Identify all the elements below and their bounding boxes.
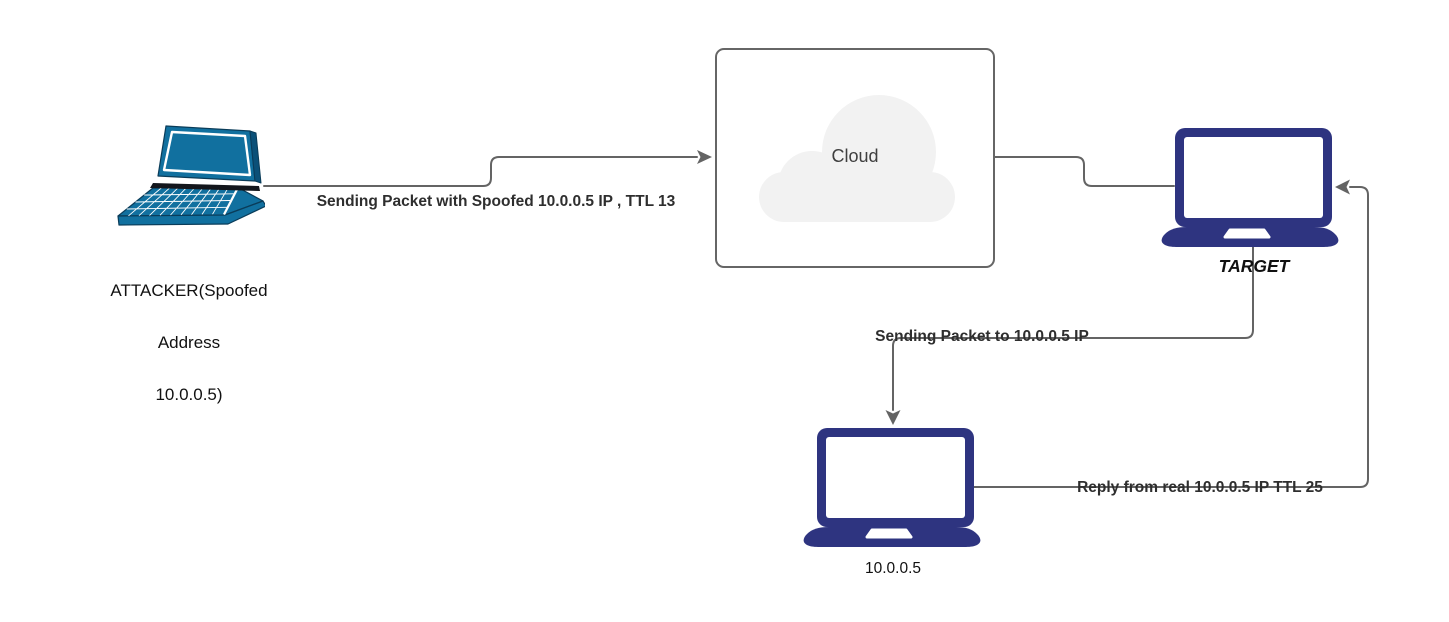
edge-target-to-real-host (892, 246, 1254, 411)
cloud-label: Cloud (831, 146, 879, 166)
node-target (1153, 128, 1347, 248)
edge-attacker-to-cloud (263, 156, 698, 187)
node-attacker (113, 124, 265, 232)
real-host-laptop-icon (795, 428, 989, 548)
edge-label-target-to-real-host: Sending Packet to 10.0.0.5 IP (875, 328, 1089, 345)
edge-label-attacker-to-cloud: Sending Packet with Spoofed 10.0.0.5 IP … (316, 193, 676, 210)
node-real-host (795, 428, 989, 548)
arrowhead-into-real-host (885, 410, 901, 425)
arrowhead-into-target (1335, 179, 1350, 195)
edge-label-real-host-to-target: Reply from real 10.0.0.5 IP TTL 25 (1077, 479, 1323, 496)
target-label: TARGET (1218, 256, 1290, 276)
node-cloud: Cloud (715, 48, 995, 268)
target-laptop-icon (1153, 128, 1347, 248)
edge-real-host-to-target (972, 186, 1369, 488)
real-host-label: 10.0.0.5 (864, 560, 922, 577)
attacker-laptop-icon (117, 125, 265, 226)
attacker-label-line3: 10.0.0.5) (155, 385, 223, 404)
edge-cloud-to-target (994, 156, 1175, 187)
arrowhead-into-cloud (697, 150, 712, 164)
attacker-label-line2: Address (157, 333, 221, 352)
attacker-label-line1: ATTACKER(Spoofed (110, 281, 268, 300)
attacker-label: ATTACKER(Spoofed Address 10.0.0.5) (89, 252, 289, 434)
cloud-icon (759, 95, 955, 222)
